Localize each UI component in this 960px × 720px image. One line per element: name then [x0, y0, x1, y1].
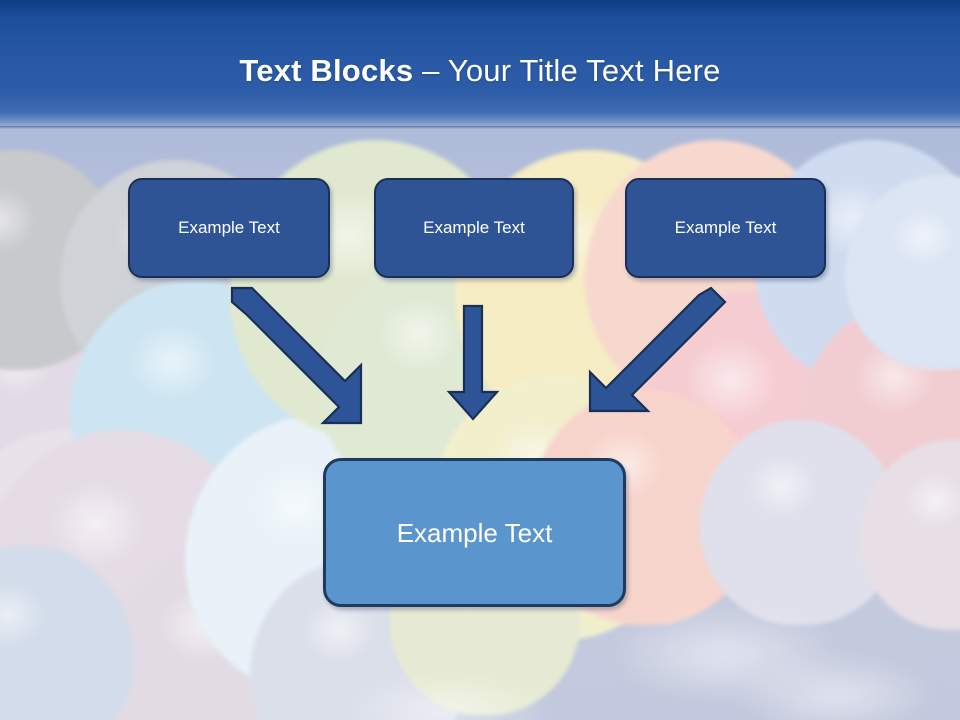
text-block-3-label: Example Text	[674, 218, 777, 237]
page-title: Text Blocks – Your Title Text Here	[0, 50, 960, 92]
text-block-2-label: Example Text	[423, 218, 525, 237]
balloon-shape	[0, 545, 135, 720]
page-title-dash: –	[413, 53, 448, 88]
text-block-result[interactable]: Example Text	[323, 458, 626, 607]
title-banner	[0, 0, 960, 128]
title-banner-underline	[0, 126, 960, 129]
page-title-regular: Your Title Text Here	[447, 53, 721, 88]
text-block-2[interactable]: Example Text	[374, 178, 574, 278]
text-block-3[interactable]: Example Text	[625, 178, 826, 278]
page-title-bold: Text Blocks	[239, 53, 414, 88]
balloon-shape	[860, 440, 960, 630]
text-block-1-label: Example Text	[178, 218, 280, 237]
text-block-result-label: Example Text	[396, 517, 553, 548]
text-block-1[interactable]: Example Text	[128, 178, 330, 278]
